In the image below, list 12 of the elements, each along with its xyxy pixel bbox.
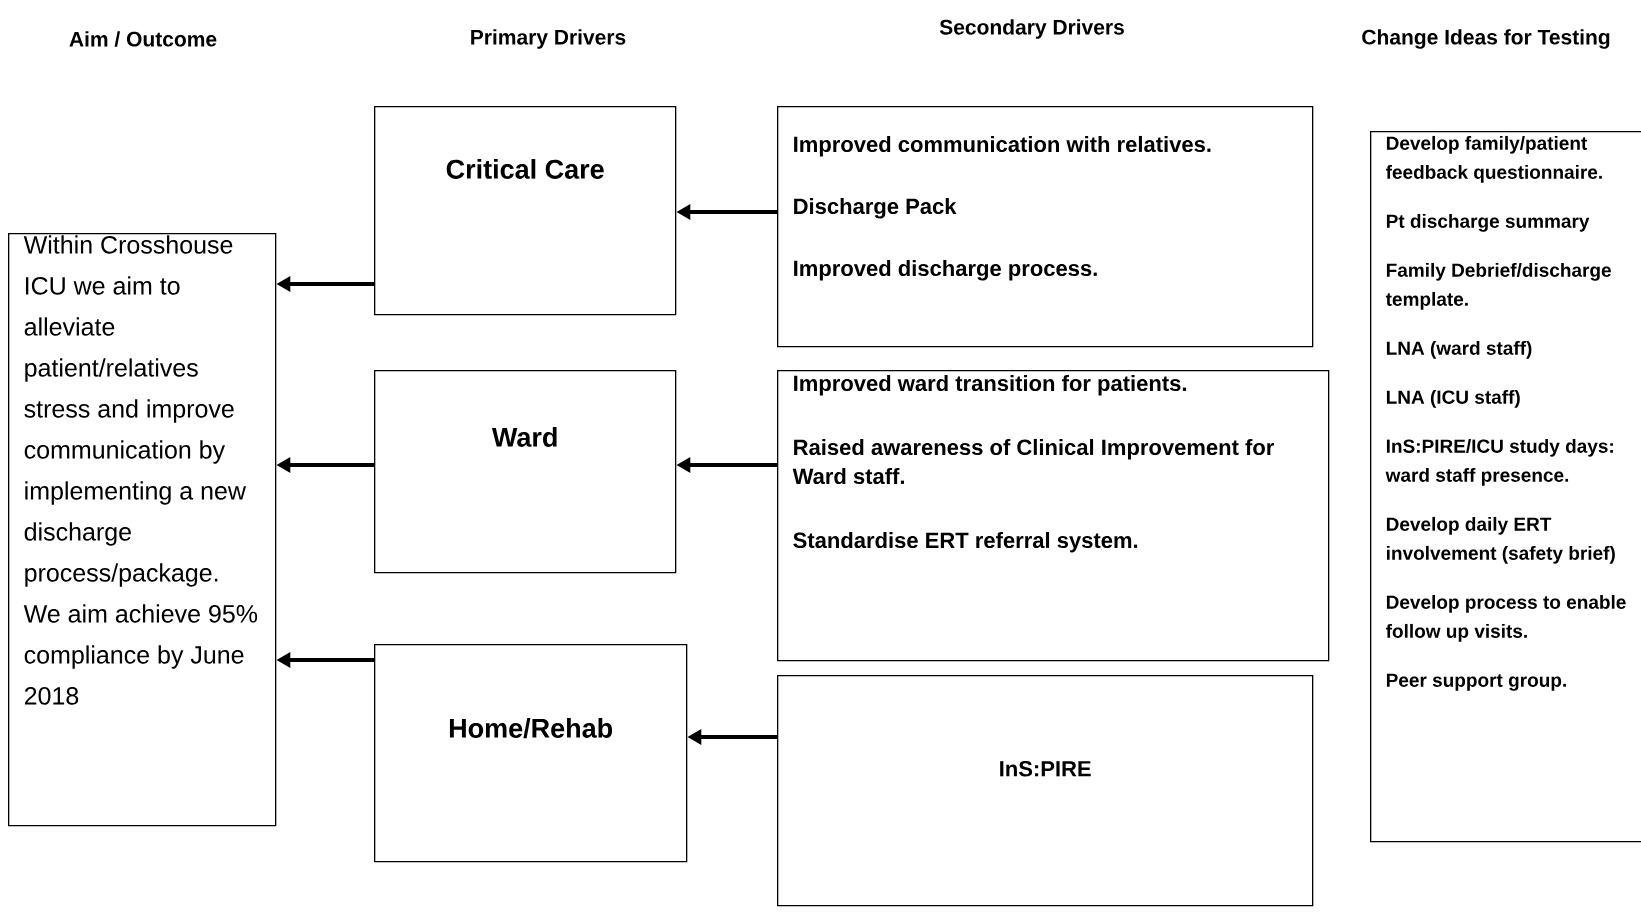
driver-box: Home/Rehab [374, 644, 688, 863]
column-heading: Secondary Drivers [939, 19, 1124, 39]
driver-box: Ward [374, 370, 677, 574]
column-heading: Primary Drivers [471, 29, 626, 49]
column-heading: Change Ideas for Testing [1362, 29, 1610, 49]
driver-box: Critical Care [374, 106, 677, 316]
driver-box: Improved communication with relatives. Discharge Pack Improved discharge process. [777, 106, 1314, 348]
driver-box: Improved ward transition for patients. Raised awareness of Clinical Improvement for Ward staff. Standardise ERT referral system. [777, 370, 1330, 662]
driver-box: InS:PIRE [777, 675, 1314, 907]
ideas-box: Develop family/patient feedback questionnaire. Pt discharge summary Family Debrief/discharge template. LNA (ward staff) LNA (ICU staff) InS:PIRE/ICU study days: ward staff presence. Develop daily ERT involvement (safety brief) Develop process to enable follow up visits. Peer support group. [1370, 131, 1641, 843]
column-heading: Aim / Outcome [69, 31, 217, 47]
aim-box: Within Crosshouse ICU we aim to alleviate patient/relatives stress and improve communication by implementing a new discharge process/package. We aim achieve 95% compliance by June 2018 [8, 233, 277, 827]
